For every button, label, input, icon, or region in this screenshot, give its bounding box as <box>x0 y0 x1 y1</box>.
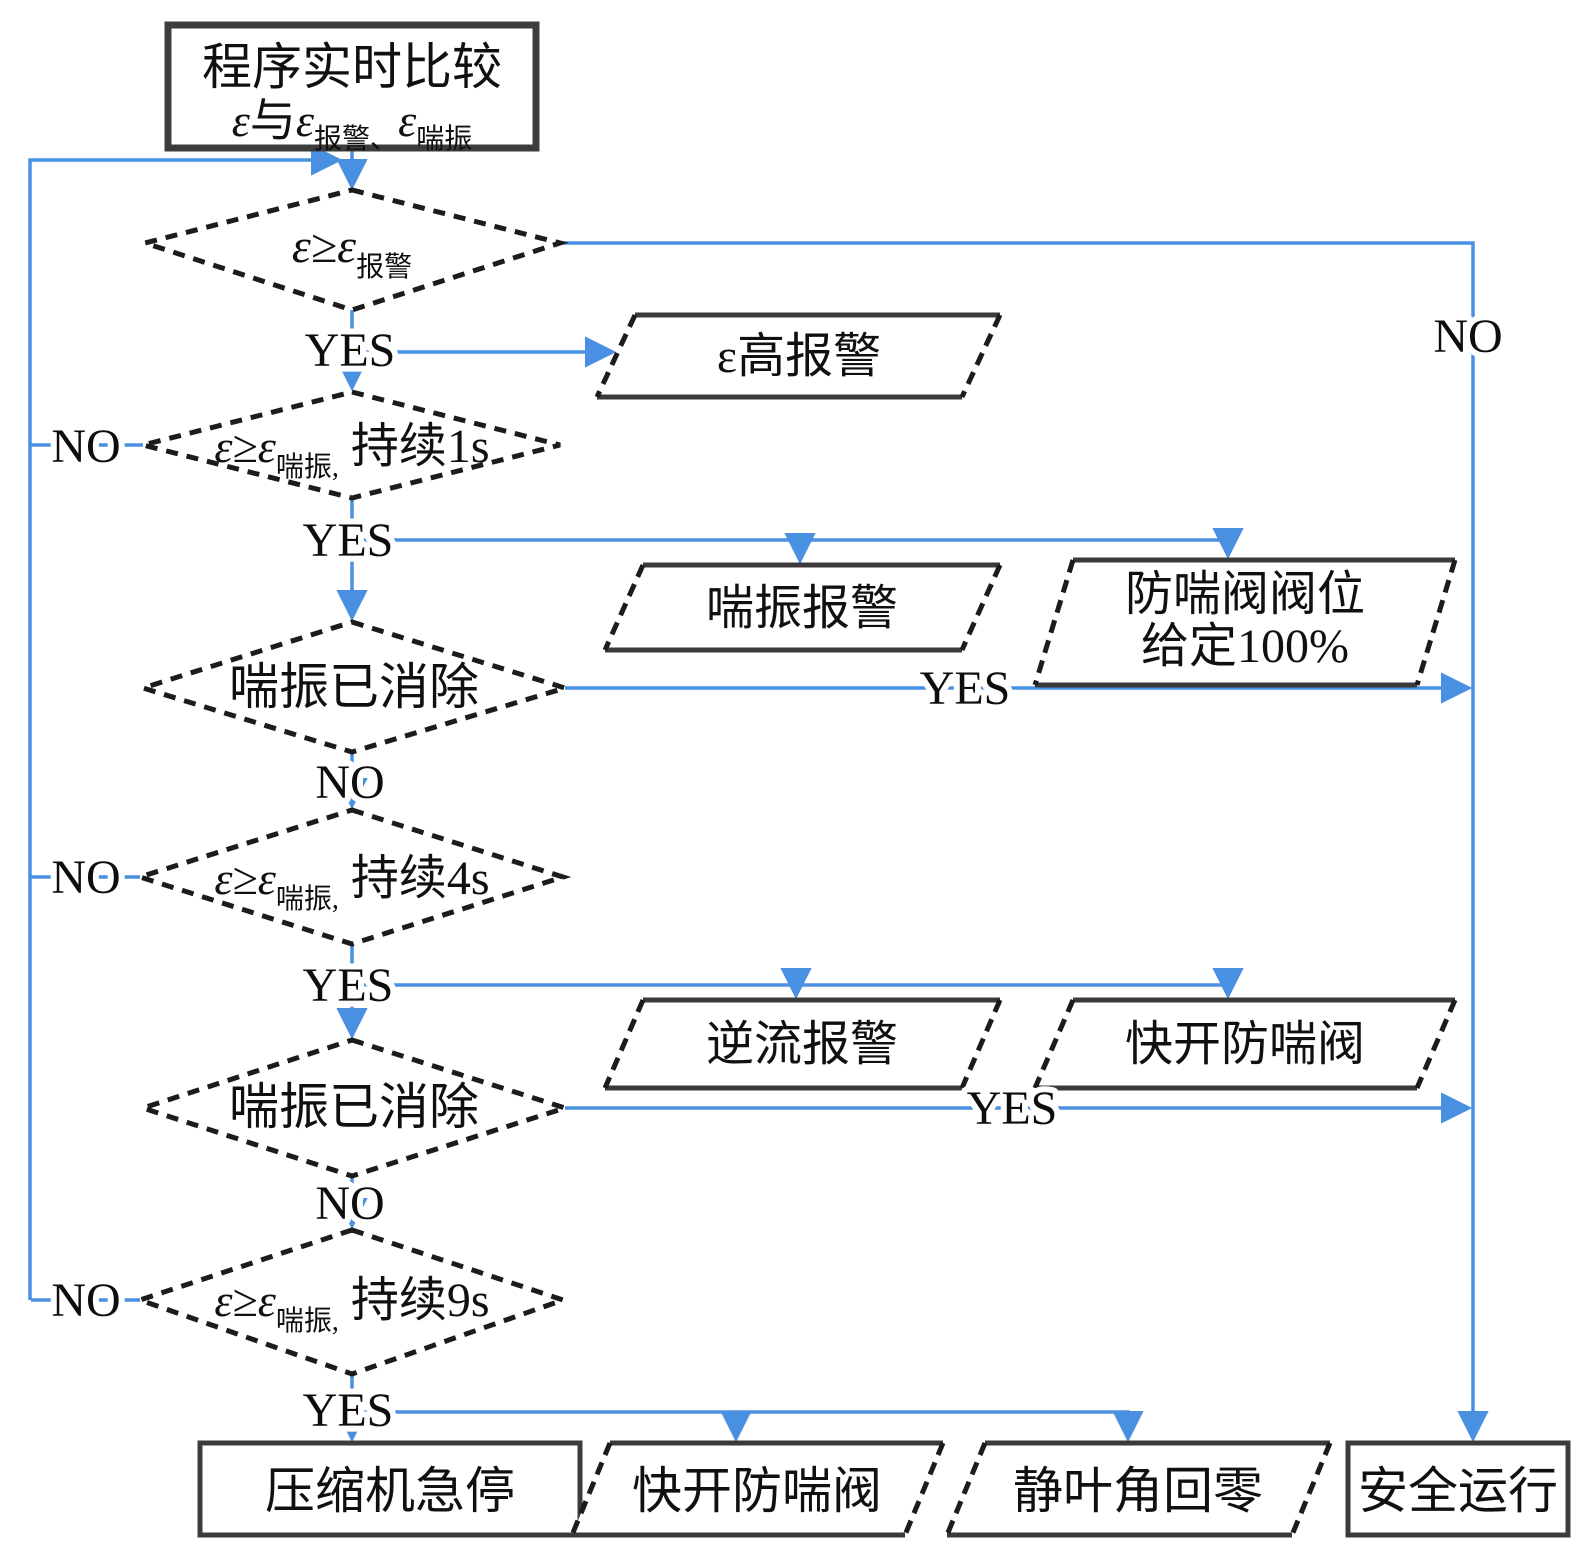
valve-100-line2: 给定100% <box>1141 620 1349 673</box>
surge-alarm-slants <box>602 563 1003 652</box>
edge-feedback-left <box>28 144 343 1300</box>
decision-surge-9s: ε≥ε喘振,持续9s <box>132 1227 571 1377</box>
output-backflow-alarm: 逆流报警 <box>602 997 1003 1091</box>
valve-100-topbottom <box>1035 557 1455 688</box>
backflow-alarm-topbottom <box>605 997 1000 1091</box>
valve-100-line1: 防喘阀阀位 <box>1125 568 1365 621</box>
high-alarm-topbottom <box>597 312 1000 400</box>
label-yes-d3-right: YES <box>920 662 1011 715</box>
label-yes-d1: YES <box>305 324 396 377</box>
label-no-d6-left: NO <box>51 1274 120 1327</box>
vane-zero-fill <box>947 1443 1330 1535</box>
quick-open-2-text: 快开防喘阀 <box>632 1463 882 1519</box>
decision-surge-4s-shape <box>131 807 572 947</box>
quick-open-1-text: 快开防喘阀 <box>1125 1018 1365 1071</box>
decision-epsilon-alarm-shape <box>136 187 570 313</box>
label-yes-d4: YES <box>303 959 394 1012</box>
decision-surge-cleared-1-shape <box>134 619 574 755</box>
surge-alarm-text: 喘振报警 <box>706 582 898 635</box>
surge-alarm-topbottom <box>605 562 1000 653</box>
backflow-alarm-text: 逆流报警 <box>706 1018 898 1071</box>
safe-run-box <box>1345 1440 1571 1538</box>
decision-surge-cleared-2-shape <box>134 1037 574 1179</box>
decision-surge-9s-text: ε≥ε喘振,持续9s <box>214 1274 489 1337</box>
backflow-alarm-fill <box>605 1000 1000 1088</box>
quick-open-1-fill <box>1035 1000 1455 1088</box>
decision-surge-cleared-2: 喘振已消除 <box>134 1037 574 1179</box>
label-no-d4-left: NO <box>51 851 120 904</box>
label-no-d1-right: NO <box>1433 310 1502 363</box>
high-alarm-fill <box>597 315 1000 397</box>
output-vane-zero: 静叶角回零 <box>944 1440 1333 1538</box>
start-line2: ε与ε报警、ε喘振 <box>232 95 472 155</box>
quick-open-2-slants <box>569 1442 946 1536</box>
output-surge-alarm: 喘振报警 <box>602 562 1003 653</box>
edges <box>28 144 1489 1443</box>
decision-surge-4s-text: ε≥ε喘振,持续4s <box>214 852 489 915</box>
vane-zero-text: 静叶角回零 <box>1013 1463 1263 1519</box>
quick-open-1-slants <box>1032 999 1458 1089</box>
decision-surge-9s-shape <box>132 1227 571 1377</box>
edge-d1-no-right-rail <box>560 241 1489 1443</box>
decision-surge-1s-shape <box>142 389 561 501</box>
decision-epsilon-alarm-text: ε≥ε报警 <box>292 220 412 283</box>
high-alarm-text: ε高报警 <box>717 330 881 383</box>
decision-surge-cleared-2-text: 喘振已消除 <box>229 1079 479 1135</box>
valve-100-slants <box>1032 559 1458 686</box>
vane-zero-slants <box>944 1442 1333 1536</box>
decision-surge-1s-text: ε≥ε喘振,持续1s <box>214 420 489 483</box>
label-no-d3: NO <box>315 756 384 809</box>
high-alarm-slants <box>594 313 1003 399</box>
edge-labels: YES NO NO YES YES NO NO YES YES NO NO YE… <box>45 304 1508 1443</box>
decision-surge-cleared-1-text: 喘振已消除 <box>229 659 479 715</box>
backflow-alarm-slants <box>602 999 1003 1089</box>
compressor-stop-text: 压缩机急停 <box>265 1463 515 1519</box>
output-valve-100: 防喘阀阀位 给定100% <box>1032 557 1458 688</box>
node-start: 程序实时比较 ε与ε报警、ε喘振 <box>164 21 540 155</box>
label-yes-d6: YES <box>303 1384 394 1437</box>
valve-100-fill <box>1035 560 1455 685</box>
decision-surge-1s: ε≥ε喘振,持续1s <box>142 389 561 501</box>
quick-open-2-topbottom <box>572 1440 943 1538</box>
node-compressor-stop: 压缩机急停 <box>197 1440 583 1538</box>
output-high-alarm: ε高报警 <box>594 312 1003 400</box>
decision-epsilon-alarm: ε≥ε报警 <box>136 187 570 313</box>
start-box <box>164 21 540 152</box>
safe-run-text: 安全运行 <box>1358 1463 1558 1519</box>
output-quick-open-valve-1: 快开防喘阀 <box>1032 997 1458 1091</box>
label-no-d2-left: NO <box>51 420 120 473</box>
label-yes-d2: YES <box>303 514 394 567</box>
edge-d6-yes-branch <box>352 1410 1144 1443</box>
quick-open-1-topbottom <box>1035 997 1455 1091</box>
output-quick-open-valve-2: 快开防喘阀 <box>569 1440 946 1538</box>
quick-open-2-fill <box>572 1443 943 1535</box>
decision-surge-4s: ε≥ε喘振,持续4s <box>131 807 572 947</box>
decision-surge-cleared-1: 喘振已消除 <box>134 619 574 755</box>
label-yes-d5-right: YES <box>967 1082 1058 1135</box>
label-no-d5: NO <box>315 1177 384 1230</box>
node-safe-run: 安全运行 <box>1345 1440 1571 1538</box>
compressor-stop-box <box>197 1440 583 1538</box>
surge-alarm-fill <box>605 565 1000 650</box>
vane-zero-topbottom <box>947 1440 1330 1538</box>
start-line1: 程序实时比较 <box>202 39 502 95</box>
